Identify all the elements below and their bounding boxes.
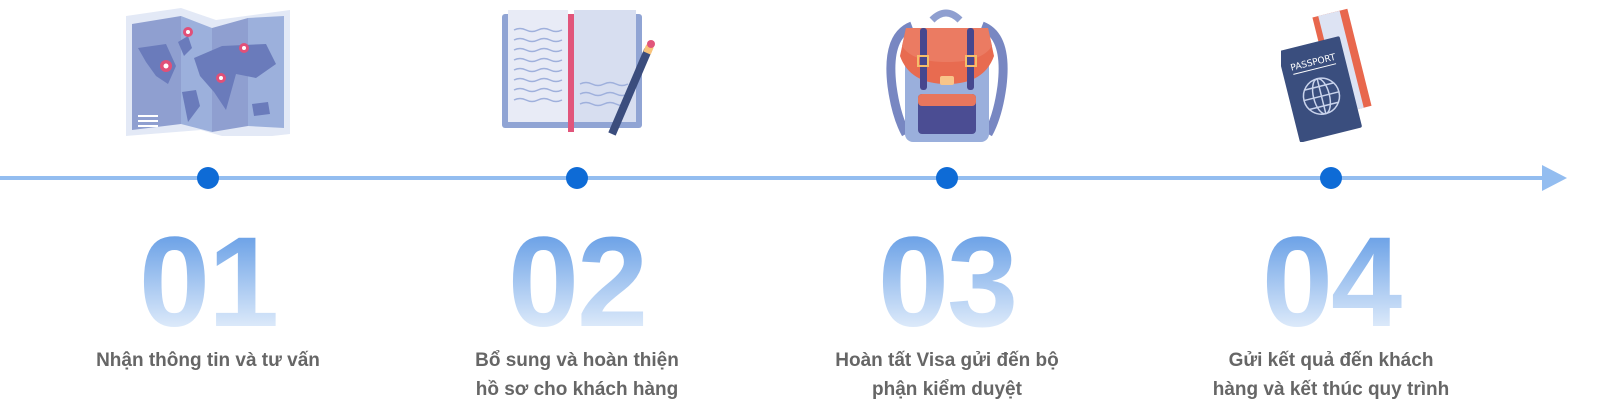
step-1: 01 Nhận thông tin và tư vấn xyxy=(38,0,378,410)
step-description: Bổ sung và hoàn thiện hồ sơ cho khách hàn… xyxy=(407,346,747,404)
step-description: Gửi kết quả đến khách hàng và kết thúc qu… xyxy=(1161,346,1501,404)
map-icon xyxy=(126,8,290,136)
step-description: Hoàn tất Visa gửi đến bộ phận kiểm duyệt xyxy=(777,346,1117,404)
step-4: PASSPORT 04 Gửi kết quả đến khách hàng và… xyxy=(1161,0,1501,410)
desc-line: hồ sơ cho khách hàng xyxy=(475,379,679,400)
step-3: 03 Hoàn tất Visa gửi đến bộ phận kiểm duy… xyxy=(777,0,1117,410)
timeline-dot xyxy=(936,167,958,189)
desc-line: Gửi kết quả đến khách xyxy=(1228,350,1434,371)
step-2: 02 Bổ sung và hoàn thiện hồ sơ cho khách … xyxy=(407,0,747,410)
step-number: 04 xyxy=(1161,218,1501,348)
desc-line: Hoàn tất Visa gửi đến bộ xyxy=(835,350,1059,371)
passport-icon: PASSPORT xyxy=(1281,8,1372,142)
timeline-dot xyxy=(566,167,588,189)
desc-line: hàng và kết thúc quy trình xyxy=(1212,379,1450,400)
backpack-icon xyxy=(886,9,1008,142)
timeline-line xyxy=(0,176,1548,180)
step-number: 01 xyxy=(38,218,378,348)
step-number: 02 xyxy=(407,218,747,348)
timeline-arrow-icon xyxy=(1542,165,1567,191)
desc-line: Bổ sung và hoàn thiện xyxy=(475,350,679,371)
desc-line: Nhận thông tin và tư vấn xyxy=(96,350,320,371)
notebook-pencil-icon xyxy=(502,10,655,136)
step-number: 03 xyxy=(777,218,1117,348)
timeline-dot xyxy=(1320,167,1342,189)
timeline-dot xyxy=(197,167,219,189)
step-description: Nhận thông tin và tư vấn xyxy=(38,346,378,375)
desc-line: phận kiểm duyệt xyxy=(872,379,1022,400)
